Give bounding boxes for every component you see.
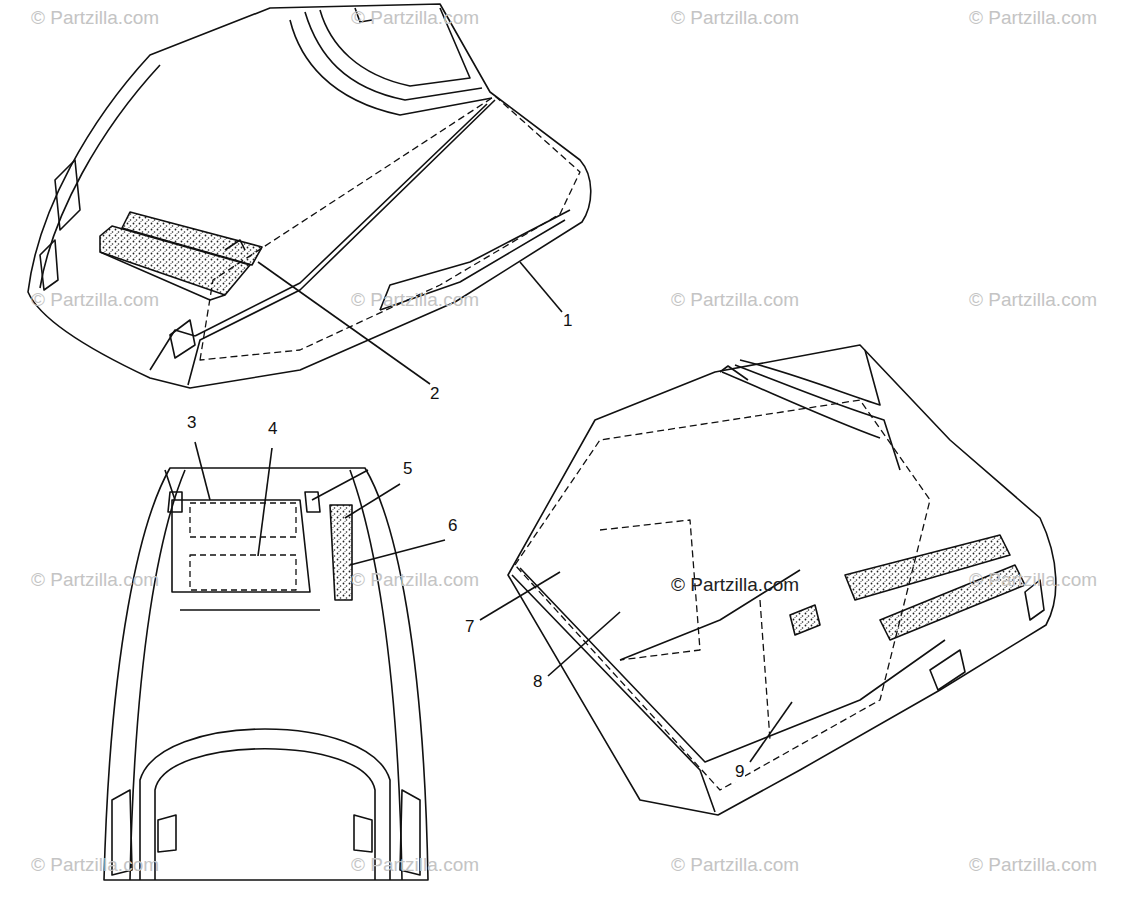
callout-number: 2 [429,385,440,404]
watermark: © Partzilla.com [350,8,480,29]
watermark: © Partzilla.com [350,855,480,876]
watermark: © Partzilla.com [670,8,800,29]
watermark: © Partzilla.com [350,290,480,311]
callout-number: 8 [532,673,543,692]
watermark: © Partzilla.com [30,8,160,29]
callout-number: 9 [734,763,745,782]
watermark: © Partzilla.com [968,8,1098,29]
watermark: © Partzilla.com [30,290,160,311]
watermark: © Partzilla.com [968,290,1098,311]
watermark: © Partzilla.com [968,570,1098,591]
callout-number: 3 [186,414,197,433]
watermark: © Partzilla.com [670,855,800,876]
watermark: © Partzilla.com [350,570,480,591]
callout-number: 6 [447,517,458,536]
callout-number: 5 [402,460,413,479]
watermark: © Partzilla.com [30,570,160,591]
watermark: © Partzilla.com [670,290,800,311]
callout-number: 1 [562,312,573,331]
watermark: © Partzilla.com [30,855,160,876]
watermark: © Partzilla.com [968,855,1098,876]
callout-number: 7 [464,618,475,637]
watermark: © Partzilla.com [670,575,800,596]
callout-number: 4 [267,420,278,439]
